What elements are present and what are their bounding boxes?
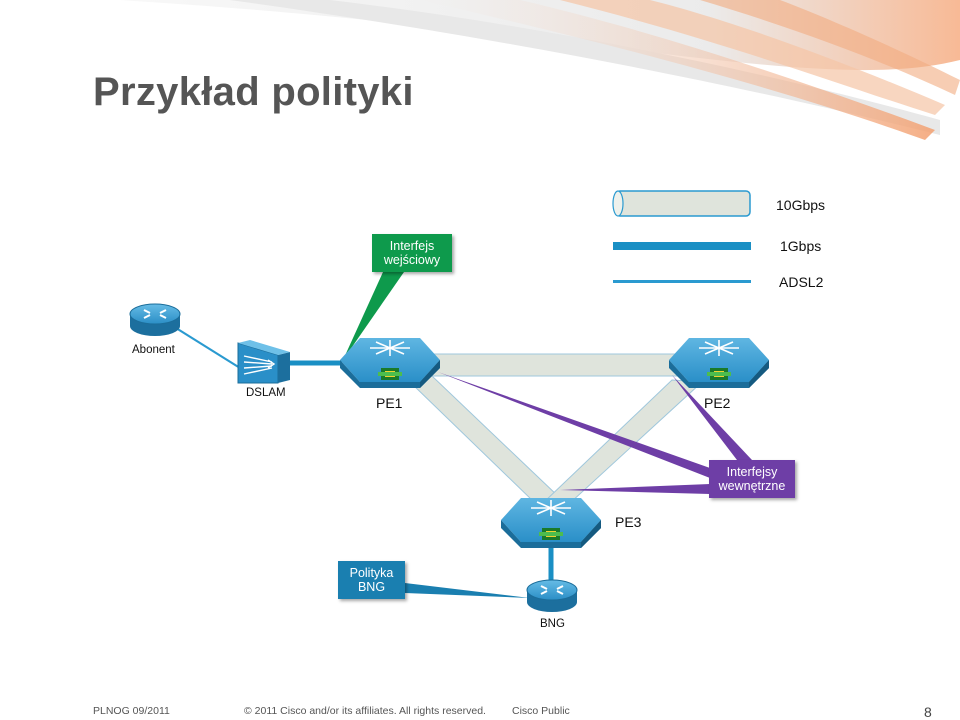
internal-callout-pointer-2 — [560, 484, 710, 494]
footer-classification: Cisco Public — [512, 705, 570, 717]
bng-policy-callout: Polityka BNG — [338, 561, 405, 599]
legend — [612, 190, 751, 283]
slide-number: 8 — [924, 704, 932, 720]
link-abonent-dslam — [175, 327, 241, 369]
pe-backbone-links — [409, 353, 704, 504]
legend-label-10gbps: 10Gbps — [776, 197, 826, 213]
header-swoosh — [120, 0, 960, 140]
internal-callout-pointer-1 — [438, 372, 710, 478]
legend-adsl2-swatch — [613, 280, 751, 283]
link-pe1-pe2 — [431, 353, 691, 377]
bng-router-icon — [526, 579, 578, 612]
link-pe1-pe3 — [409, 375, 562, 504]
legend-label-1gbps: 1Gbps — [780, 238, 822, 254]
page-title: Przykład polityki — [93, 70, 414, 114]
abonent-label: Abonent — [132, 344, 175, 356]
dslam-icon — [237, 340, 290, 384]
access-links — [175, 327, 554, 582]
pe1-switch-icon — [340, 338, 440, 388]
internal-interfaces-callout: Interfejsy wewnętrzne — [709, 460, 795, 498]
legend-1gbps-swatch — [613, 242, 751, 250]
bng-callout-line1: Polityka — [349, 566, 394, 580]
pe1-label: PE1 — [376, 395, 403, 411]
dslam-label: DSLAM — [246, 387, 286, 399]
ingress-callout-pointer — [343, 272, 404, 360]
footer-copyright: © 2011 Cisco and/or its affiliates. All … — [244, 705, 486, 717]
footer-event: PLNOG 09/2011 — [93, 705, 170, 717]
pe3-label: PE3 — [615, 514, 642, 530]
bng-callout-pointer — [405, 583, 530, 598]
ingress-callout-line2: wejściowy — [383, 253, 441, 267]
pe2-switch-icon — [669, 338, 769, 388]
internal-callout-line1: Interfejsy — [726, 465, 778, 479]
bng-callout-line2: BNG — [357, 580, 386, 594]
pe2-label: PE2 — [704, 395, 731, 411]
internal-callout-pointer-3 — [672, 375, 752, 460]
internal-callout-line2: wewnętrzne — [718, 479, 786, 493]
ingress-interface-callout: Interfejs wejściowy — [372, 234, 452, 272]
legend-10gbps-swatch — [612, 190, 751, 217]
legend-label-adsl2: ADSL2 — [779, 274, 824, 290]
ingress-callout-line1: Interfejs — [389, 239, 435, 253]
pe3-switch-icon — [501, 498, 601, 548]
abonent-router-icon — [129, 303, 181, 336]
bng-label: BNG — [540, 618, 565, 630]
